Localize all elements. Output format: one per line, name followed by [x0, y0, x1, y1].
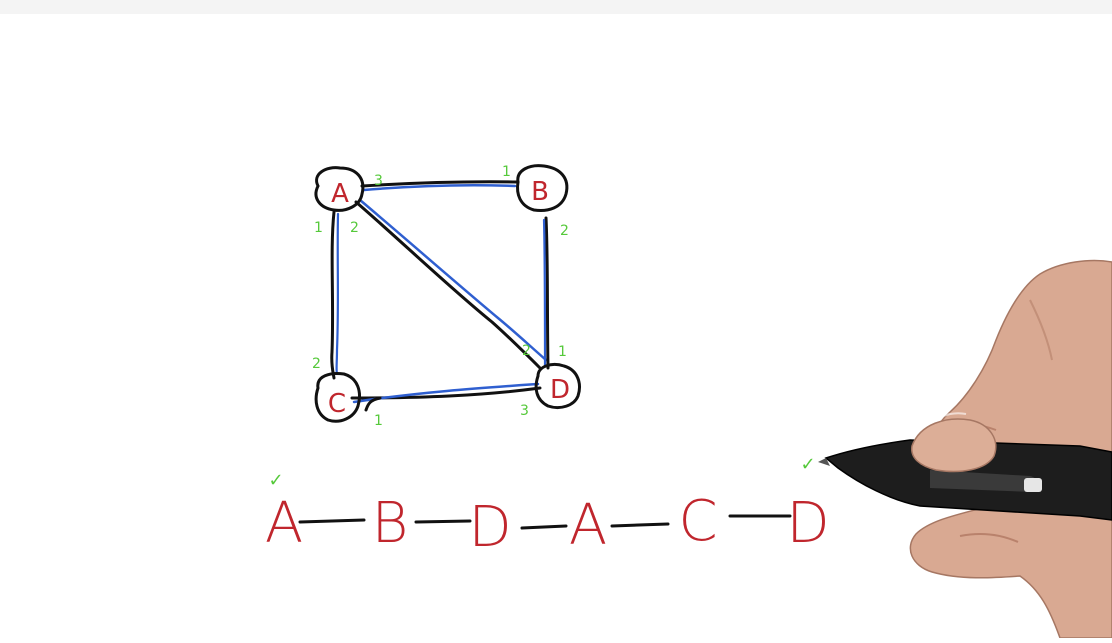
sequence-letter-2: B [372, 491, 409, 556]
top-shadow-band [0, 0, 1112, 14]
sequence-letter-4: A [569, 493, 607, 558]
node-a: A [314, 166, 365, 212]
port-d-to-b: 1 [558, 344, 567, 360]
edge-c-d [350, 382, 542, 412]
node-c-label: C [328, 389, 346, 419]
hand-holding-pen-icon [818, 259, 1112, 639]
sequence-letter-5: C [678, 489, 717, 554]
port-b-to-a: 1 [502, 164, 511, 180]
node-a-label: A [331, 179, 349, 209]
walk-sequence: A B D A C D ✓ ✓ [265, 454, 830, 560]
sequence-letter-1: A [265, 491, 303, 556]
node-d-label: D [550, 375, 570, 405]
port-b-to-d: 2 [560, 223, 569, 239]
port-d-to-a: 2 [522, 343, 531, 359]
edge-a-b [360, 180, 520, 192]
sequence-letter-3: D [468, 495, 511, 560]
sequence-connectors [298, 514, 792, 530]
edge-a-d [354, 198, 548, 370]
port-a-to-c: 1 [314, 220, 323, 236]
sequence-letter-6: D [786, 491, 829, 556]
end-check-mark: ✓ [800, 454, 815, 475]
edge-b-d [542, 216, 550, 370]
node-d: D [534, 362, 581, 410]
graph-edges [330, 180, 550, 412]
graph-nodes: A B C D [314, 164, 581, 423]
port-a-to-d: 2 [350, 220, 359, 236]
node-b: B [516, 164, 569, 212]
port-c-to-d: 1 [374, 413, 383, 429]
node-b-label: B [531, 177, 549, 207]
edge-a-c [330, 210, 340, 380]
port-c-to-a: 2 [312, 356, 321, 372]
port-numbers: 3 1 2 1 2 2 1 2 1 3 [312, 164, 569, 429]
node-c: C [314, 372, 361, 423]
port-a-to-b: 3 [374, 173, 383, 189]
port-d-to-c: 3 [520, 403, 529, 419]
start-check-mark: ✓ [268, 470, 283, 491]
